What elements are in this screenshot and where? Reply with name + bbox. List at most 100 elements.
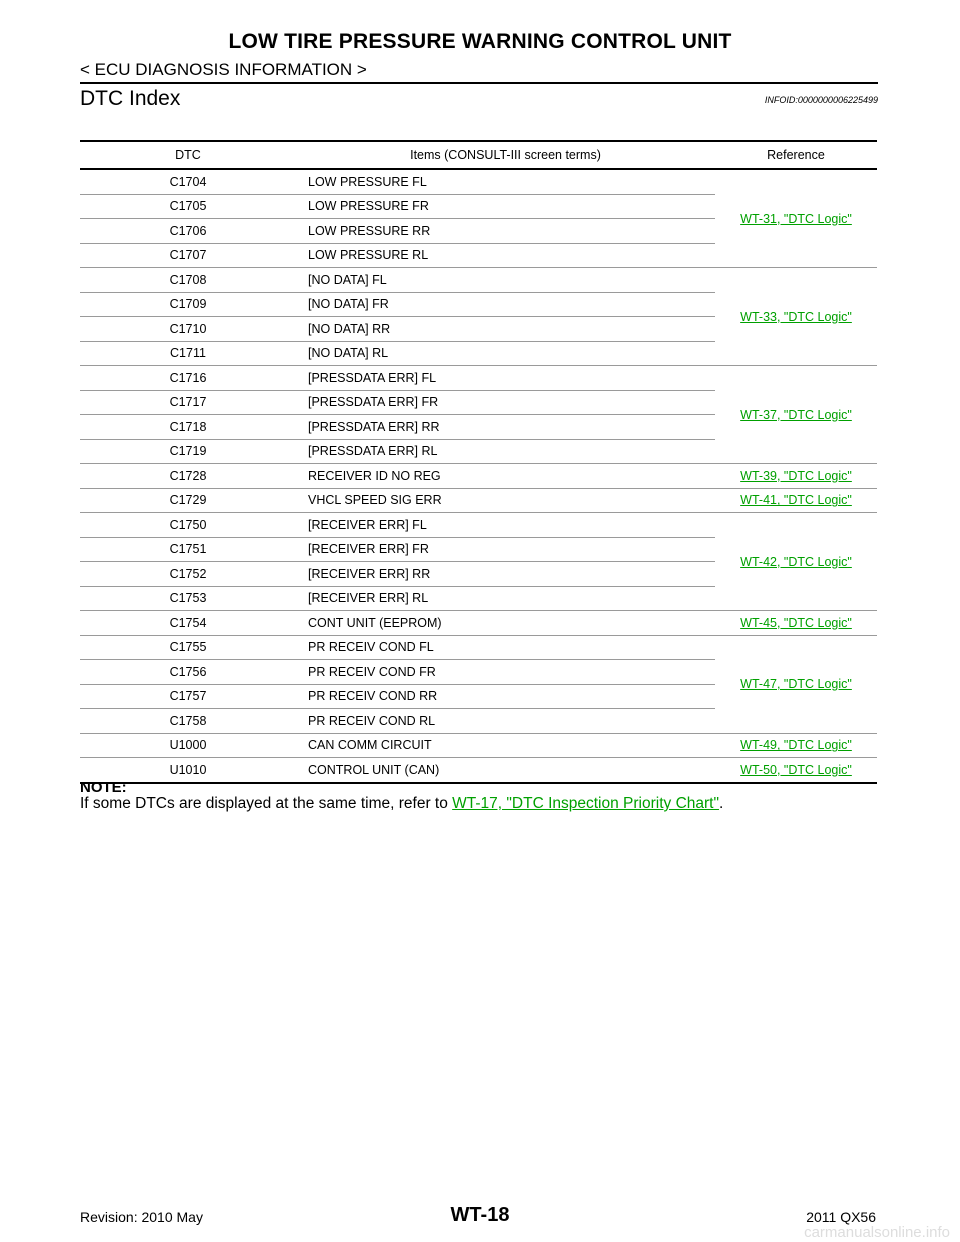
reference-cell: WT-47, "DTC Logic": [715, 635, 877, 734]
dtc-code: C1752: [80, 561, 296, 587]
table-row: C1709 [NO DATA] FR: [80, 292, 877, 317]
reference-cell: WT-41, "DTC Logic": [715, 488, 877, 513]
table-row: C1729 VHCL SPEED SIG ERR WT-41, "DTC Log…: [80, 488, 877, 513]
dtc-item: CONTROL UNIT (CAN): [296, 757, 715, 784]
reference-cell: WT-39, "DTC Logic": [715, 463, 877, 489]
section-title: DTC Index: [80, 87, 181, 110]
table-row: C1757 PR RECEIV COND RR: [80, 684, 877, 709]
dtc-code: C1756: [80, 659, 296, 685]
dtc-item: [NO DATA] FR: [296, 292, 715, 317]
page-number: WT-18: [450, 1204, 510, 1226]
table-row: C1717 [PRESSDATA ERR] FR: [80, 390, 877, 415]
dtc-item: PR RECEIV COND RL: [296, 708, 715, 734]
reference-cell: WT-49, "DTC Logic": [715, 733, 877, 758]
dtc-item: LOW PRESSURE RL: [296, 243, 715, 268]
note-heading: NOTE:: [80, 779, 127, 796]
table-row: C1707 LOW PRESSURE RL: [80, 243, 877, 268]
dtc-code: C1754: [80, 610, 296, 636]
dtc-item: [RECEIVER ERR] FR: [296, 537, 715, 562]
dtc-code: C1710: [80, 316, 296, 342]
table-row: C1705 LOW PRESSURE FR: [80, 194, 877, 219]
reference-link[interactable]: WT-45, "DTC Logic": [740, 615, 852, 630]
dtc-item: VHCL SPEED SIG ERR: [296, 488, 715, 513]
table-row: C1708 [NO DATA] FL WT-33, "DTC Logic": [80, 267, 877, 366]
dtc-code: C1753: [80, 586, 296, 611]
table-header-row: DTC Items (CONSULT-III screen terms) Ref…: [80, 140, 877, 170]
reference-cell: WT-31, "DTC Logic": [715, 169, 877, 268]
table-row: C1752 [RECEIVER ERR] RR: [80, 561, 877, 587]
dtc-code: C1719: [80, 439, 296, 464]
table-row: C1758 PR RECEIV COND RL: [80, 708, 877, 734]
dtc-code: C1750: [80, 512, 296, 538]
dtc-code: C1755: [80, 635, 296, 660]
table-row: C1716 [PRESSDATA ERR] FL WT-37, "DTC Log…: [80, 365, 877, 464]
dtc-item: LOW PRESSURE FR: [296, 194, 715, 219]
note-end: .: [718, 795, 724, 812]
table-row: C1704 LOW PRESSURE FL WT-31, "DTC Logic": [80, 169, 877, 268]
dtc-item: [RECEIVER ERR] FL: [296, 512, 715, 538]
table-row: U1000 CAN COMM CIRCUIT WT-49, "DTC Logic…: [80, 733, 877, 758]
info-id: INFOID:0000000006225499: [764, 95, 878, 105]
dtc-code: C1704: [80, 169, 296, 195]
dtc-item: RECEIVER ID NO REG: [296, 463, 715, 489]
dtc-code: C1711: [80, 341, 296, 366]
model-label: 2011 QX56: [806, 1209, 876, 1225]
dtc-code: C1729: [80, 488, 296, 513]
dtc-item: [RECEIVER ERR] RR: [296, 561, 715, 587]
table-row: C1754 CONT UNIT (EEPROM) WT-45, "DTC Log…: [80, 610, 877, 636]
dtc-item: PR RECEIV COND RR: [296, 684, 715, 709]
dtc-code: C1707: [80, 243, 296, 268]
dtc-code: C1706: [80, 218, 296, 244]
dtc-code: C1758: [80, 708, 296, 734]
breadcrumb: < ECU DIAGNOSIS INFORMATION >: [80, 60, 367, 79]
dtc-code: U1000: [80, 733, 296, 758]
watermark: carmanualsonline.info: [804, 1224, 950, 1241]
page-title: LOW TIRE PRESSURE WARNING CONTROL UNIT: [228, 30, 732, 53]
reference-link[interactable]: WT-47, "DTC Logic": [740, 677, 852, 691]
dtc-code: C1728: [80, 463, 296, 489]
reference-link[interactable]: WT-42, "DTC Logic": [740, 554, 852, 569]
dtc-code: C1716: [80, 365, 296, 391]
reference-link[interactable]: WT-39, "DTC Logic": [740, 468, 852, 483]
dtc-item: PR RECEIV COND FR: [296, 659, 715, 685]
reference-cell: WT-42, "DTC Logic": [715, 512, 877, 611]
reference-cell: WT-33, "DTC Logic": [715, 267, 877, 366]
dtc-item: CAN COMM CIRCUIT: [296, 733, 715, 758]
dtc-item: [PRESSDATA ERR] FR: [296, 390, 715, 415]
dtc-item: [PRESSDATA ERR] FL: [296, 365, 715, 391]
reference-link[interactable]: WT-31, "DTC Logic": [740, 211, 852, 226]
dtc-code: U1010: [80, 757, 296, 784]
table-row: C1706 LOW PRESSURE RR: [80, 218, 877, 244]
note-link[interactable]: WT-17, "DTC Inspection Priority Chart": [452, 795, 719, 812]
note-body: If some DTCs are displayed at the same t…: [80, 795, 723, 813]
reference-link[interactable]: WT-49, "DTC Logic": [740, 738, 852, 753]
dtc-code: C1708: [80, 267, 296, 293]
table-row: C1710 [NO DATA] RR: [80, 316, 877, 342]
reference-cell: WT-50, "DTC Logic": [715, 757, 877, 784]
header-rule: [80, 82, 878, 84]
dtc-code: C1717: [80, 390, 296, 415]
dtc-item: [NO DATA] RL: [296, 341, 715, 366]
revision-label: Revision: 2010 May: [80, 1209, 203, 1225]
dtc-item: [PRESSDATA ERR] RL: [296, 439, 715, 464]
reference-link[interactable]: WT-37, "DTC Logic": [740, 407, 852, 422]
table-row: C1756 PR RECEIV COND FR: [80, 659, 877, 685]
reference-link[interactable]: WT-50, "DTC Logic": [740, 762, 852, 777]
reference-cell: WT-37, "DTC Logic": [715, 365, 877, 464]
table-row: C1711 [NO DATA] RL: [80, 341, 877, 366]
note-text: If some DTCs are displayed at the same t…: [80, 795, 453, 812]
dtc-code: C1709: [80, 292, 296, 317]
reference-link[interactable]: WT-33, "DTC Logic": [740, 309, 852, 324]
dtc-item: LOW PRESSURE RR: [296, 218, 715, 244]
dtc-code: C1757: [80, 684, 296, 709]
dtc-item: [RECEIVER ERR] RL: [296, 586, 715, 611]
column-header-items: Items (CONSULT-III screen terms): [296, 140, 715, 170]
table-row: C1755 PR RECEIV COND FL WT-47, "DTC Logi…: [80, 635, 877, 734]
reference-cell: WT-45, "DTC Logic": [715, 610, 877, 636]
dtc-index-table: DTC Items (CONSULT-III screen terms) Ref…: [80, 140, 877, 784]
table-row: C1719 [PRESSDATA ERR] RL: [80, 439, 877, 464]
dtc-item: CONT UNIT (EEPROM): [296, 610, 715, 636]
reference-link[interactable]: WT-41, "DTC Logic": [740, 493, 852, 508]
table-row: C1718 [PRESSDATA ERR] RR: [80, 414, 877, 440]
table-row: C1753 [RECEIVER ERR] RL: [80, 586, 877, 611]
